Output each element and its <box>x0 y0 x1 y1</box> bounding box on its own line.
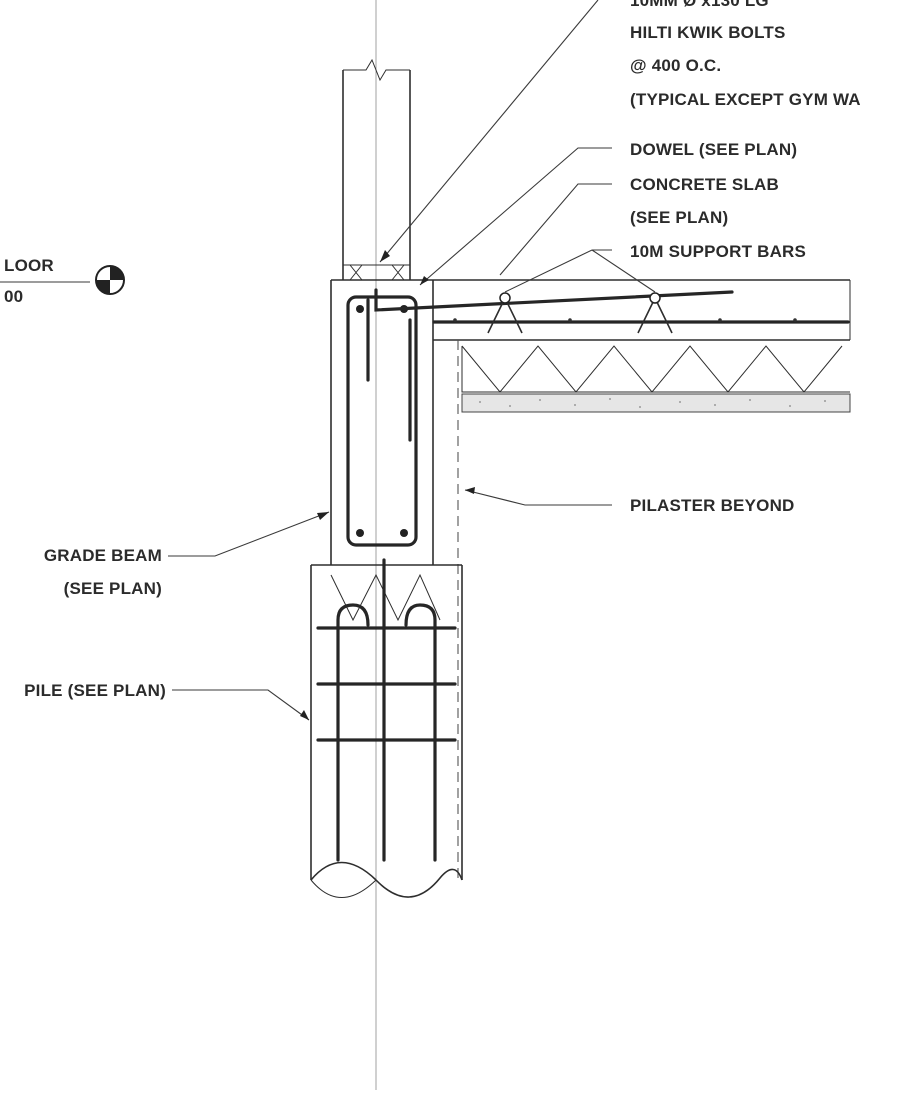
insulation-layer <box>461 345 851 413</box>
leader-arrowheads <box>300 250 475 720</box>
floor-label-line-1: LOOR <box>4 256 54 275</box>
pile-label: PILE (SEE PLAN) <box>24 681 166 700</box>
pile <box>310 558 463 898</box>
slab-label-line-2: (SEE PLAN) <box>630 208 728 227</box>
bolt-callout-line-3: @ 400 O.C. <box>630 56 721 75</box>
floor-label-line-2: 00 <box>4 287 23 306</box>
bolt-callout-line-2: HILTI KWIK BOLTS <box>630 23 786 42</box>
dowel-label: DOWEL (SEE PLAN) <box>630 140 797 159</box>
grade-beam-label-line-2: (SEE PLAN) <box>64 579 162 598</box>
upper-wall <box>342 58 411 281</box>
bolt-callout-line-1: 10MM Ø x130 LG <box>630 0 769 10</box>
concrete-slab <box>432 292 850 334</box>
grade-beam-label-line-1: GRADE BEAM <box>44 546 162 565</box>
grade-beam <box>330 279 851 565</box>
leader-lines <box>168 0 656 721</box>
bolt-callout-line-4: (TYPICAL EXCEPT GYM WA <box>630 90 861 109</box>
elevation-datum-icon <box>0 265 125 295</box>
support-bars-label: 10M SUPPORT BARS <box>630 242 806 261</box>
slab-label-line-1: CONCRETE SLAB <box>630 175 779 194</box>
pilaster-label: PILASTER BEYOND <box>630 496 795 515</box>
